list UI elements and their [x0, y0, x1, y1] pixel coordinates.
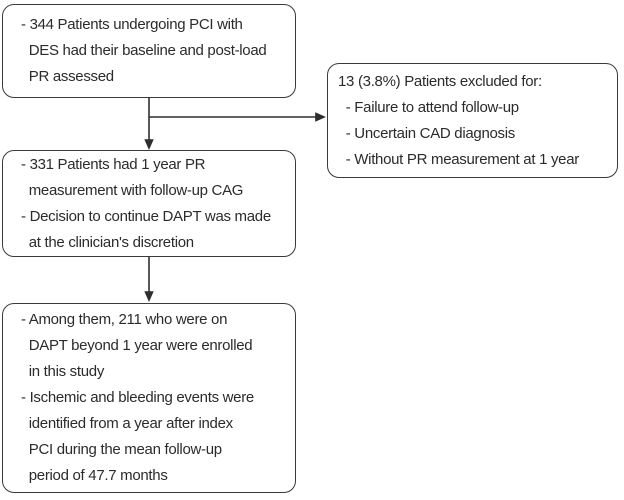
- box-one-year-followup-text: - 331 Patients had 1 year PR measurement…: [21, 155, 271, 251]
- box-one-year-followup: - 331 Patients had 1 year PR measurement…: [2, 150, 296, 257]
- box-baseline-assessment: - 344 Patients undergoing PCI with DES h…: [2, 4, 296, 98]
- box-baseline-assessment-text: - 344 Patients undergoing PCI with DES h…: [21, 16, 267, 85]
- arrow-top-to-middle: [144, 97, 154, 150]
- box-enrolled-study-text: - Among them, 211 who were on DAPT beyon…: [21, 311, 254, 484]
- box-patients-excluded-text: 13 (3.8%) Patients excluded for: - Failu…: [338, 72, 579, 168]
- arrow-branch-to-excluded: [149, 112, 326, 122]
- arrow-middle-to-bottom: [144, 256, 154, 302]
- box-patients-excluded: 13 (3.8%) Patients excluded for: - Failu…: [327, 63, 618, 178]
- box-enrolled-study: - Among them, 211 who were on DAPT beyon…: [2, 303, 296, 493]
